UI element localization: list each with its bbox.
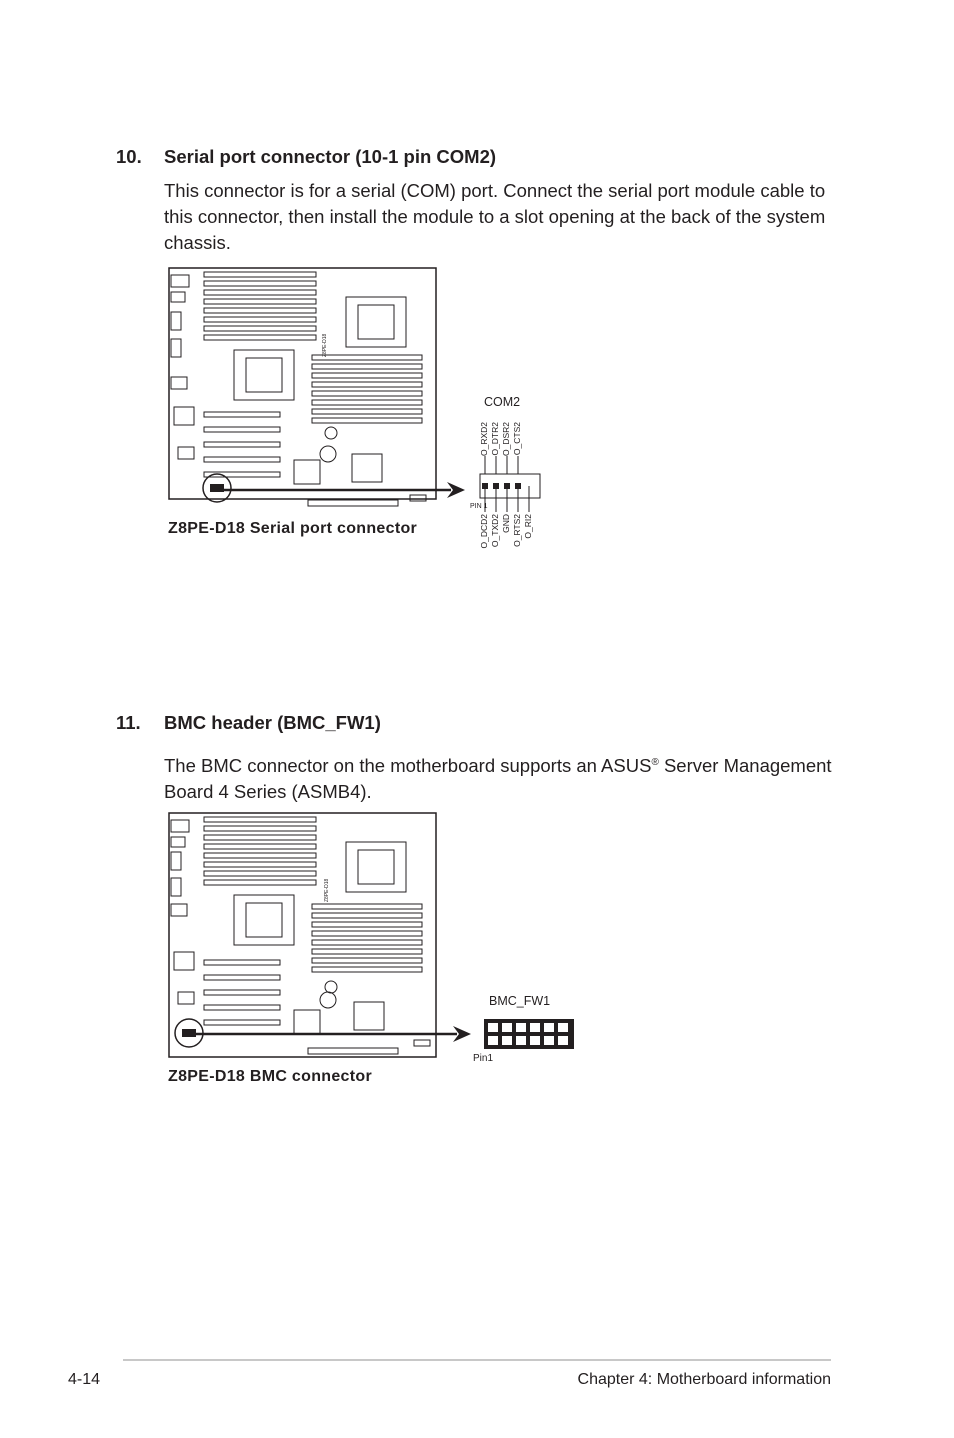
pin-label-rxd2: O_RXD2 bbox=[479, 422, 489, 457]
section-11-text-pre: The BMC connector on the motherboard sup… bbox=[164, 755, 652, 777]
pin-label-dcd2: O_DCD2 bbox=[479, 514, 489, 549]
bmc-fw1-connector bbox=[484, 1019, 574, 1049]
pin-label-rts2: O_RTS2 bbox=[512, 514, 522, 547]
com2-pin1-label: PIN 1 bbox=[470, 503, 488, 510]
section-10-body: This connector is for a serial (COM) por… bbox=[164, 178, 844, 256]
com2-connector bbox=[479, 456, 541, 512]
pin-label-txd2: O_TXD2 bbox=[490, 514, 500, 548]
serial-caption: Z8PE-D18 Serial port connector bbox=[168, 520, 418, 537]
com2-label: COM2 bbox=[484, 395, 521, 409]
bmc-pin1-label: Pin1 bbox=[473, 1053, 494, 1064]
section-11-text-post: Server Management Board 4 Series (ASMB4)… bbox=[164, 755, 832, 803]
arrow-pointer-icon bbox=[189, 1026, 471, 1042]
pin-label-dtr2: O_DTR2 bbox=[490, 422, 500, 456]
pin-label-gnd: GND bbox=[501, 514, 511, 533]
board-label: Z8PE-D18 bbox=[322, 333, 328, 357]
registered-mark: ® bbox=[651, 757, 659, 768]
section-11-number: 11. bbox=[116, 712, 141, 733]
pin-label-dsr2: O_DSR2 bbox=[501, 422, 511, 457]
bmc-fw1-label: BMC_FW1 bbox=[489, 994, 551, 1008]
bmc-caption: Z8PE-D18 BMC connector bbox=[168, 1068, 372, 1085]
section-10-title: Serial port connector (10-1 pin COM2) bbox=[164, 146, 497, 167]
pin-label-cts2: O_CTS2 bbox=[512, 422, 522, 456]
arrow-pointer-icon bbox=[217, 482, 465, 498]
chapter-title: Chapter 4: Motherboard information bbox=[577, 1371, 831, 1388]
section-11-title: BMC header (BMC_FW1) bbox=[164, 712, 381, 733]
section-10-paragraph: This connector is for a serial (COM) por… bbox=[164, 180, 826, 253]
motherboard-diagram-serial: Z8PE-D18 bbox=[168, 267, 437, 507]
motherboard-diagram-bmc: Z8PE-D18 bbox=[168, 812, 437, 1058]
pin-label-ri2: O_RI2 bbox=[523, 514, 533, 539]
page-number: 4-14 bbox=[68, 1371, 101, 1388]
section-11-body: The BMC connector on the motherboard sup… bbox=[164, 750, 844, 805]
board-label-2: Z8PE-D18 bbox=[324, 878, 330, 902]
footer-rule bbox=[123, 1359, 831, 1361]
section-10-number: 10. bbox=[116, 146, 142, 167]
section-11-paragraph: The BMC connector on the motherboard sup… bbox=[164, 750, 844, 805]
